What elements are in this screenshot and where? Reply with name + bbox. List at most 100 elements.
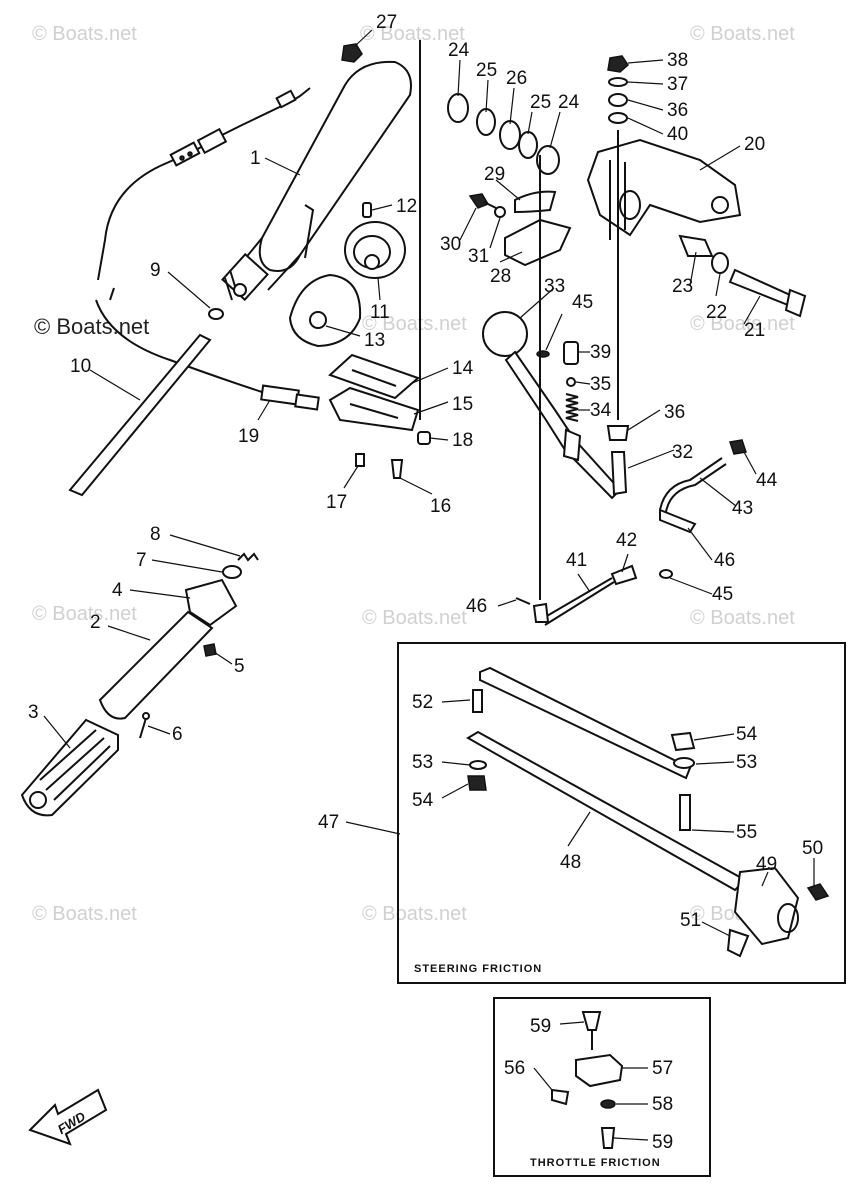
- callout: 6: [172, 724, 183, 745]
- callout: 2: [90, 612, 101, 633]
- callout: 50: [802, 838, 823, 859]
- callout: 20: [744, 134, 765, 155]
- callout: 36: [664, 402, 685, 423]
- callout: 14: [452, 358, 474, 379]
- watermark: © Boats.net: [690, 313, 795, 335]
- callout: 54: [736, 724, 758, 745]
- callout: 58: [652, 1094, 673, 1115]
- callout: 38: [667, 50, 688, 71]
- link-41: [539, 577, 615, 626]
- callout: 35: [590, 374, 611, 395]
- callout: 1: [250, 148, 261, 169]
- callout: 5: [234, 656, 245, 677]
- watermark: © Boats.net: [360, 23, 465, 45]
- callout: 4: [112, 580, 123, 601]
- callout: 45: [572, 292, 593, 313]
- screw-16: [390, 459, 404, 479]
- grip-3: [20, 718, 119, 817]
- callout: 44: [756, 470, 778, 491]
- grip-body-2: [98, 610, 214, 720]
- spacer-39: [563, 341, 579, 365]
- callout: 48: [560, 852, 581, 873]
- spring-34: [565, 393, 579, 422]
- callout: 21: [744, 320, 765, 341]
- rod-10: [68, 333, 212, 497]
- callout: 34: [590, 400, 612, 421]
- callout: 55: [736, 822, 757, 843]
- callout: 26: [506, 68, 527, 89]
- callout: 17: [326, 492, 347, 513]
- watermark: © Boats.net: [34, 314, 149, 339]
- callout: 25: [476, 60, 497, 81]
- watermark: © Boats.net: [362, 903, 467, 925]
- callout: 59: [530, 1016, 551, 1037]
- collar-4: [184, 578, 238, 627]
- bracket-28: [504, 218, 572, 267]
- watermark: © Boats.net: [690, 23, 795, 45]
- washer-22: [711, 252, 729, 274]
- callout: 57: [652, 1058, 673, 1079]
- callout: 51: [680, 910, 701, 931]
- callout: 30: [440, 234, 461, 255]
- callout: 25: [530, 92, 551, 113]
- bolt-30: [468, 193, 497, 209]
- callout: 54: [412, 790, 434, 811]
- screw-6: [139, 712, 150, 739]
- callout: 42: [616, 530, 637, 551]
- spring-8: [237, 552, 259, 562]
- o-ring-35: [566, 377, 576, 387]
- callout: 29: [484, 164, 505, 185]
- washer-31: [494, 206, 506, 218]
- fwd-arrow-icon: FWD: [28, 1088, 108, 1146]
- tiller-handle: [221, 60, 412, 302]
- callout: 45: [712, 584, 733, 605]
- callout: 12: [396, 196, 417, 217]
- nut-27: [341, 43, 363, 63]
- watermark: © Boats.net: [32, 603, 137, 625]
- watermark: © Boats.net: [362, 607, 467, 629]
- clip-9: [208, 308, 224, 320]
- screw-18: [417, 431, 431, 445]
- knob-33: [482, 311, 622, 500]
- callout: 3: [28, 702, 39, 723]
- screw-5: [203, 643, 217, 657]
- washer-stack: [447, 93, 560, 175]
- callout: 27: [376, 12, 397, 33]
- leader-lines: [43, 29, 815, 1141]
- steering-friction-box: [397, 642, 846, 984]
- callout: 24: [558, 92, 580, 113]
- throttle-friction-title: THROTTLE FRICTION: [530, 1157, 661, 1169]
- callout: 8: [150, 524, 161, 545]
- callout: 46: [466, 596, 487, 617]
- pulley-13: [288, 273, 362, 348]
- callout: 46: [714, 550, 735, 571]
- callout: 22: [706, 302, 727, 323]
- callout: 47: [318, 812, 339, 833]
- bracket-20: [586, 138, 742, 240]
- watermark: © Boats.net: [32, 23, 137, 45]
- callout: 37: [667, 74, 688, 95]
- callout: 41: [566, 550, 587, 571]
- callout: 39: [590, 342, 611, 363]
- watermark: © Boats.net: [32, 903, 137, 925]
- steering-friction-title: STEERING FRICTION: [414, 963, 542, 975]
- screw-17: [355, 453, 365, 467]
- callout: 24: [448, 40, 470, 61]
- shaft-32: [610, 451, 628, 496]
- throttle-friction-box: [493, 997, 711, 1177]
- pulley-11: [344, 221, 406, 279]
- callout: 33: [544, 276, 565, 297]
- callout: 7: [136, 550, 147, 571]
- arm-29: [514, 190, 557, 214]
- collar-36: [606, 425, 630, 441]
- link-43: [659, 457, 727, 513]
- callout-labels: 27 24 25 26 25 24 38 37 36 40 20 1 12 29…: [28, 12, 823, 1153]
- callout: 49: [756, 854, 777, 875]
- plate-14: [328, 353, 420, 400]
- callout: 18: [452, 430, 473, 451]
- callout: 19: [238, 426, 259, 447]
- callout: 11: [370, 302, 390, 323]
- washer-45b: [659, 569, 673, 579]
- callout: 31: [468, 246, 489, 267]
